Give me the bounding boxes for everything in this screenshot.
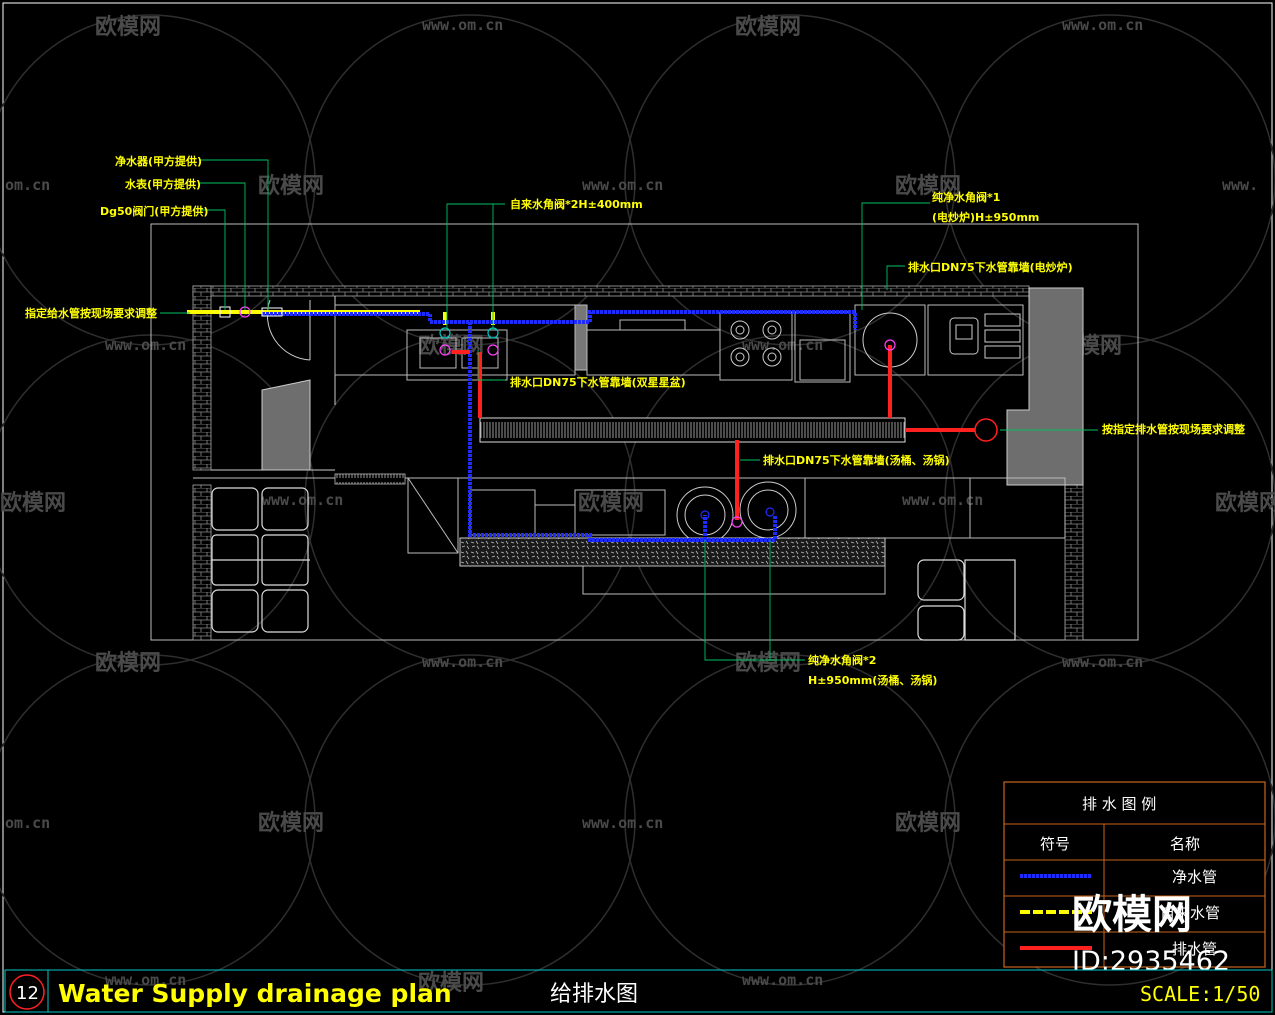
leader-lines (160, 159, 1098, 661)
drawing-number: 12 (16, 983, 39, 1004)
label-supply-note: 指定给水管按现场要求调整 (25, 306, 157, 320)
watermark-brand: 欧模网 (735, 650, 801, 676)
label-drain-note: 按指定排水管按现场要求调整 (1102, 422, 1245, 436)
watermark-url: www.om.cn (105, 971, 186, 989)
label-pure-valve-2: 纯净水角阀*2 (808, 653, 876, 667)
label-drain-stove: 排水口DN75下水管靠墙(电炒炉) (908, 260, 1073, 274)
dining-set-right (917, 559, 1016, 641)
watermark-brand: 欧模网 (1215, 490, 1275, 516)
drawing-title-cn: 给排水图 (550, 982, 638, 1007)
label-water-purifier: 净水器(甲方提供) (115, 154, 202, 168)
label-drain-sink: 排水口DN75下水管靠墙(双星星盆) (510, 375, 686, 389)
floor-plan (192, 285, 1084, 641)
wall-top (192, 285, 1030, 297)
watermark-brand: 欧模网 (95, 650, 161, 676)
legend-row-pure: 净水管 (1172, 868, 1217, 886)
watermark-url: www.om.cn (105, 336, 186, 354)
watermark-circles (0, 14, 1275, 986)
wall-left-lower (192, 484, 212, 641)
legend-title: 排 水 图 例 (1082, 795, 1156, 813)
column-right (1006, 287, 1084, 486)
watermark-url: www.om.cn (742, 336, 823, 354)
column-left (261, 379, 311, 471)
watermark-brand: 欧模网 (258, 810, 324, 836)
watermark-brand: 欧模网 (578, 490, 644, 516)
watermark-url: www.om.cn (422, 653, 503, 671)
label-pure-valve-1-height: (电炒炉)H±950mm (932, 210, 1039, 224)
watermark-url: www.om.cn (422, 16, 503, 34)
title-bar: 12 Water Supply drainage plan 给排水图 SCALE… (4, 969, 1273, 1013)
watermark-url: www.om.cn (1062, 653, 1143, 671)
watermark-url-partial: www. (1222, 176, 1258, 194)
legend-table: 排 水 图 例 符号 名称 净水管 自来水管 排水管 欧模网 ID:293546… (1003, 781, 1266, 977)
legend-row-tap: 自来水管 (1160, 904, 1220, 922)
watermark-brand: 欧模网 (895, 173, 961, 199)
label-valve-dg50: Dg50阀门(甲方提供) (100, 204, 208, 218)
label-drain-soup: 排水口DN75下水管靠墙(汤桶、汤锅) (763, 453, 950, 467)
watermark-url: www.om.cn (262, 491, 343, 509)
dining-set-left (211, 487, 310, 633)
watermark-brand: 欧模网 (418, 970, 484, 996)
wall-right-lower (1064, 484, 1084, 641)
watermark-brand: 欧模网 (258, 173, 324, 199)
watermark-brand: 欧模网 (95, 14, 161, 40)
watermark-url-partial: om.cn (5, 176, 50, 194)
label-tap-valve: 自来水角阀*2H±400mm (510, 197, 643, 211)
watermark-big-brand: 欧模网 (1072, 892, 1192, 938)
watermark-url: www.om.cn (582, 814, 663, 832)
watermark-url-partial: om.cn (5, 814, 50, 832)
watermark-brand: 欧模网 (735, 14, 801, 40)
drain-outlet-circle (974, 418, 998, 442)
drawing-number-circle (9, 974, 45, 1010)
legend-col-symbol: 符号 (1040, 835, 1070, 853)
drain-trench (479, 417, 906, 443)
watermark-url: www.om.cn (902, 491, 983, 509)
plan-frame (150, 223, 1139, 641)
legend-row-drain: 排水管 (1172, 940, 1217, 958)
watermark-url: www.om.cn (1062, 16, 1143, 34)
granite-counter (459, 537, 886, 567)
label-water-meter: 水表(甲方提供) (125, 177, 201, 191)
annotations: 净水器(甲方提供) 水表(甲方提供) Dg50阀门(甲方提供) 指定给水管按现场… (25, 154, 1245, 687)
drawing-scale: SCALE:1/50 (1140, 982, 1260, 1006)
label-pure-valve-1: 纯净水角阀*1 (932, 190, 1000, 204)
watermark-url: www.om.cn (742, 971, 823, 989)
watermark-texts: 欧模网 www.om.cn 欧模网 www.om.cn om.cn 欧模网 ww… (0, 14, 1275, 996)
wall-left (192, 285, 212, 471)
watermark-id: ID:2935462 (1072, 946, 1230, 977)
door-swing (266, 299, 311, 361)
watermark-url: www.om.cn (582, 176, 663, 194)
legend-col-name: 名称 (1170, 835, 1200, 853)
watermark-brand: 欧模网 (895, 810, 961, 836)
label-pure-valve-2-height: H±950mm(汤桶、汤锅) (808, 673, 937, 687)
drain-pipe (452, 345, 975, 520)
watermark-brand: 欧模网 (0, 490, 66, 516)
drawing-title-en: Water Supply drainage plan (58, 979, 452, 1008)
watermark-brand: 欧模网 (418, 333, 484, 359)
